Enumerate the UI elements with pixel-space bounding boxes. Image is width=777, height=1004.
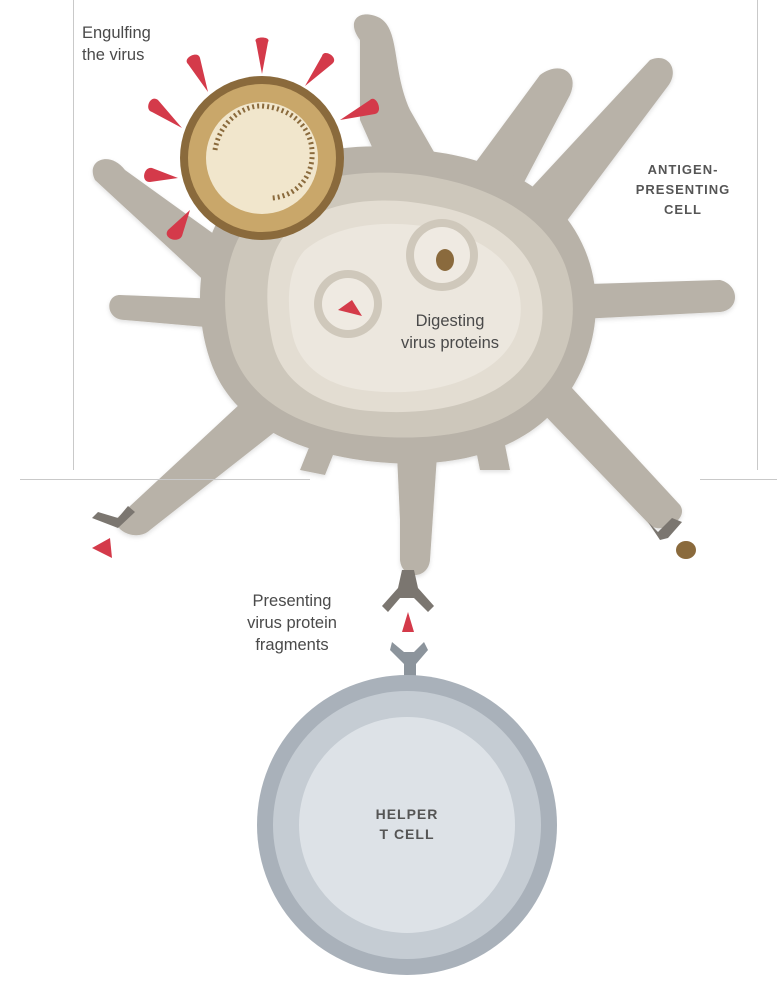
frame-left-line [73,0,74,470]
label-engulfing: Engulfing the virus [82,22,151,66]
frame-bottom-line [20,479,310,480]
frame-right-line [757,0,758,470]
label-helper-line2: T CELL [337,824,477,844]
frame-bottom-line-right [700,479,777,480]
label-engulfing-line2: the virus [82,44,151,66]
vesicle-red [314,270,382,338]
label-helper-line1: HELPER [337,804,477,824]
label-presenting: Presenting virus protein fragments [222,590,362,656]
vesicle-brown [406,219,478,291]
receptor-center [382,570,434,612]
mhc-receptors [92,506,682,612]
label-presenting-line3: fragments [222,634,362,656]
label-antigen-presenting-cell: ANTIGEN- PRESENTING CELL [608,160,758,220]
label-antigen-line1: ANTIGEN- [608,160,758,180]
label-digesting-line2: virus proteins [380,332,520,354]
fragment-brown [436,249,454,271]
label-antigen-line3: CELL [608,200,758,220]
label-digesting: Digesting virus proteins [380,310,520,354]
label-digesting-line1: Digesting [380,310,520,332]
label-engulfing-line1: Engulfing [82,22,151,44]
fragment-center [402,612,414,632]
fragment-right [676,541,696,559]
label-antigen-line2: PRESENTING [608,180,758,200]
antigen-presenting-cell [93,14,735,575]
label-helper-t-cell: HELPER T CELL [337,804,477,844]
virus-core [206,102,318,214]
label-presenting-line1: Presenting [222,590,362,612]
fragment-left [92,538,112,558]
label-presenting-line2: virus protein [222,612,362,634]
